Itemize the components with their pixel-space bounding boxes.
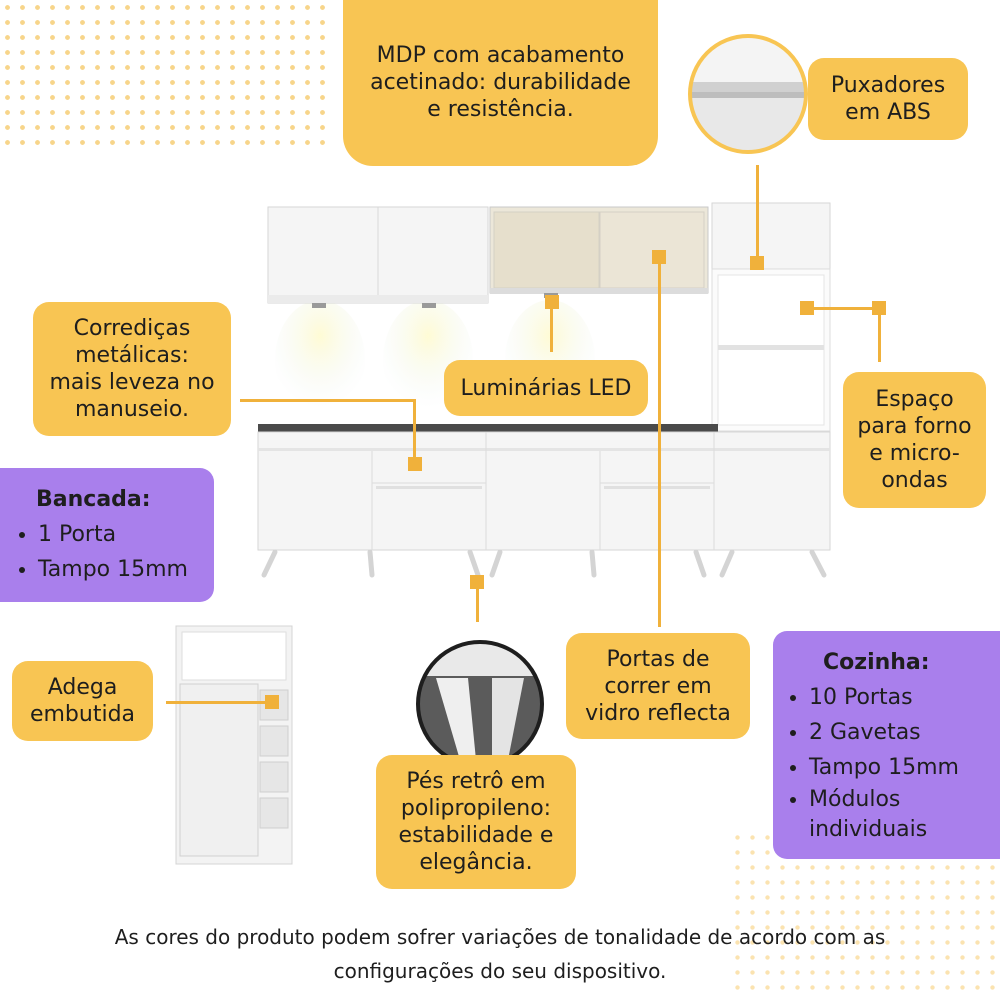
connector-corredicas-v — [413, 399, 416, 463]
callout-portas-line-1: Portas de — [606, 646, 710, 672]
connector-puxadores-end — [750, 256, 764, 270]
callout-espaco-line-1: Espaço — [875, 387, 954, 412]
connector-espaco-h — [808, 307, 880, 310]
callout-mdp: MDP com acabamento acetinado: durabilida… — [343, 0, 658, 166]
cozinha-title: Cozinha: — [823, 650, 930, 675]
callout-mdp-line-2: acetinado: durabilidade — [370, 69, 631, 95]
connector-espaco-start — [800, 301, 814, 315]
connector-adega-end — [265, 695, 279, 709]
callout-luminarias-text: Luminárias LED — [460, 375, 632, 401]
cozinha-item: 2 Gavetas — [809, 715, 994, 750]
connector-pes — [476, 582, 479, 622]
detail-circle-handle — [688, 34, 808, 154]
footer-line-1: As cores do produto podem sofrer variaçõ… — [114, 925, 886, 949]
bancada-item: Tampo 15mm — [38, 552, 204, 587]
callout-puxadores: Puxadores em ABS — [808, 58, 968, 140]
callout-pes-line-3: estabilidade e — [398, 823, 554, 848]
bancada-specs: Bancada: 1 Porta Tampo 15mm — [0, 468, 214, 602]
callout-corredicas-line-2: metálicas: — [75, 343, 189, 368]
callout-luminarias: Luminárias LED — [444, 360, 648, 416]
connector-espaco-v — [878, 307, 881, 362]
callout-espaco-line-3: e micro- — [869, 441, 960, 466]
connector-corredicas-end — [408, 457, 422, 471]
connector-puxadores — [756, 165, 759, 263]
connector-luminarias — [550, 300, 553, 352]
cozinha-item: Módulos individuais — [809, 785, 994, 845]
callout-corredicas-line-1: Corrediças — [73, 316, 191, 341]
connector-espaco-corner — [872, 301, 886, 315]
connector-luminarias-end — [545, 295, 559, 309]
callout-pes-line-4: elegância. — [419, 850, 533, 875]
callout-portas-line-3: vidro reflecta — [585, 700, 731, 726]
callout-mdp-line-3: e resistência. — [427, 96, 574, 122]
callout-pes: Pés retrô em polipropileno: estabilidade… — [376, 755, 576, 889]
decor-dots-top-left — [0, 0, 330, 150]
bancada-item: 1 Porta — [38, 517, 204, 552]
callout-espaco-line-4: ondas — [881, 468, 948, 493]
cozinha-item: Tampo 15mm — [809, 750, 994, 785]
cozinha-list: 10 Portas 2 Gavetas Tampo 15mm Módulos i… — [787, 680, 994, 845]
callout-puxadores-line-2: em ABS — [845, 100, 931, 125]
callout-adega: Adega embutida — [12, 661, 153, 741]
callout-corredicas: Corrediças metálicas: mais leveza no man… — [33, 302, 231, 436]
bancada-list: 1 Porta Tampo 15mm — [16, 517, 204, 587]
callout-adega-line-2: embutida — [29, 702, 136, 727]
callout-pes-line-1: Pés retrô em — [406, 769, 546, 794]
callout-corredicas-line-3: mais leveza no — [49, 370, 215, 395]
connector-adega — [166, 701, 271, 704]
footer-line-2: configurações do seu dispositivo. — [333, 959, 667, 983]
callout-portas-line-2: correr em — [604, 673, 712, 699]
cozinha-specs: Cozinha: 10 Portas 2 Gavetas Tampo 15mm … — [773, 631, 1000, 859]
callout-mdp-line-1: MDP com acabamento — [376, 42, 625, 68]
callout-espaco: Espaço para forno e micro- ondas — [843, 372, 986, 508]
cozinha-item: 10 Portas — [809, 680, 994, 715]
callout-portas: Portas de correr em vidro reflecta — [566, 633, 750, 739]
connector-corredicas-h — [240, 399, 415, 402]
callout-pes-line-2: polipropileno: — [400, 796, 552, 821]
connector-portas — [658, 255, 661, 627]
connector-pes-end — [470, 575, 484, 589]
detail-circle-feet — [416, 640, 544, 768]
callout-adega-line-1: Adega — [47, 675, 118, 700]
footer-disclaimer: As cores do produto podem sofrer variaçõ… — [60, 920, 940, 988]
bancada-title: Bancada: — [36, 487, 151, 512]
callout-puxadores-line-1: Puxadores — [830, 73, 946, 98]
callout-espaco-line-2: para forno — [857, 414, 972, 439]
callout-corredicas-line-4: manuseio. — [75, 397, 189, 422]
connector-portas-end — [652, 250, 666, 264]
